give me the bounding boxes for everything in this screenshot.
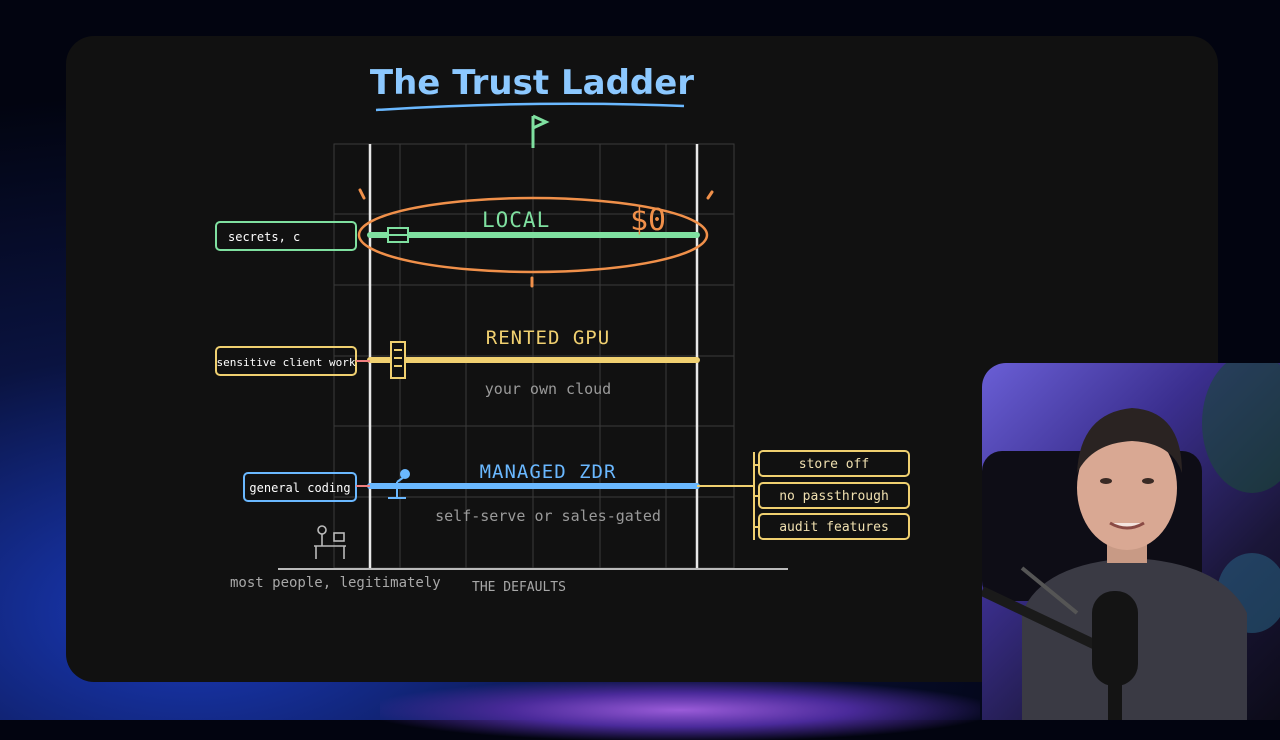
- plant-silhouette: [1202, 363, 1280, 493]
- zdr-feature-bracket: [697, 452, 758, 540]
- feature-box-audit-features: [758, 513, 910, 540]
- local-tier-tag: secrets, c: [228, 230, 300, 244]
- rented-gpu-tier-tag: sensitive client work: [216, 356, 355, 369]
- mic-arm: [982, 586, 1105, 653]
- title-underline: [375, 102, 685, 112]
- local-tier-highlight-ellipse: [357, 196, 709, 274]
- whiteboard-canvas: The Trust Ladder LOCAL $0 secrets, c: [66, 36, 1218, 682]
- server-rack-icon: [390, 341, 406, 379]
- laptop-icon: [384, 227, 412, 243]
- presenter-figure: [982, 363, 1280, 720]
- managed-zdr-tier-tag: general coding: [249, 481, 350, 495]
- joystick-icon: [388, 469, 410, 499]
- managed-zdr-tier-subtitle: self-serve or sales-gated: [435, 507, 661, 525]
- diagram-title: The Trust Ladder: [370, 63, 694, 103]
- presenter-webcam-feed: [982, 363, 1280, 720]
- background-glow: [380, 680, 980, 740]
- local-tier-label: LOCAL: [482, 208, 550, 232]
- feature-audit-features: audit features: [779, 520, 889, 535]
- person-at-desk-icon: [314, 525, 346, 559]
- local-tier-cost: $0: [630, 203, 666, 238]
- trust-ladder-diagram: The Trust Ladder LOCAL $0 secrets, c: [215, 63, 910, 595]
- feature-box-store-off: [758, 450, 910, 477]
- rented-gpu-tier-subtitle: your own cloud: [485, 380, 611, 398]
- presenter-hair: [1077, 408, 1182, 473]
- defaults-label: THE DEFAULTS: [472, 580, 566, 595]
- feature-store-off: store off: [799, 457, 869, 472]
- rented-gpu-tier-label: RENTED GPU: [486, 327, 610, 349]
- flag-icon: [531, 114, 550, 148]
- people-label: most people, legitimately: [230, 575, 441, 591]
- presenter-head: [1077, 426, 1177, 550]
- feature-no-passthrough: no passthrough: [779, 489, 889, 504]
- highlight-sparks: [358, 188, 714, 288]
- microphone: [1092, 591, 1138, 686]
- feature-box-no-passthrough: [758, 482, 910, 509]
- local-tier-tag-box: [215, 221, 357, 251]
- managed-zdr-tier-label: MANAGED ZDR: [480, 461, 617, 483]
